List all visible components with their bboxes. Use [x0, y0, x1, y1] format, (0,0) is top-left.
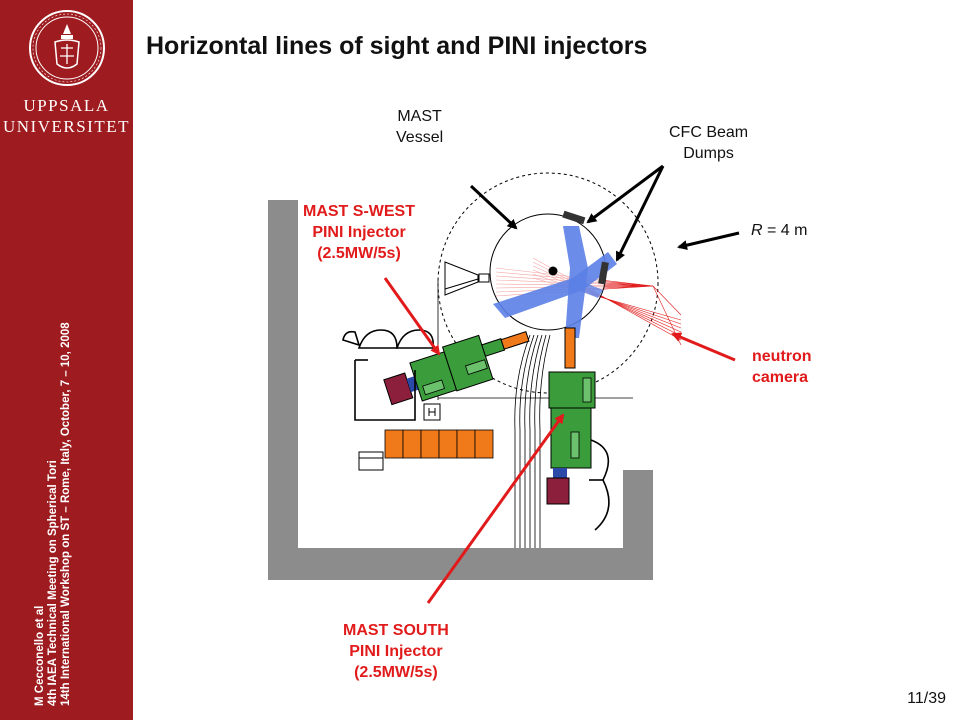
label-neutron-camera: neutron camera [752, 348, 812, 386]
label-cfc-beam-dumps: CFC Beam Dumps [669, 124, 749, 162]
radius-arrow [677, 231, 740, 251]
university-name-line2: UNIVERSITET [3, 117, 130, 136]
conference-credit: M Cecconello et al 4th IAEA Technical Me… [34, 206, 73, 706]
south-arrow [426, 413, 565, 604]
swest-arrow [383, 277, 441, 356]
cable-bundle [514, 334, 551, 548]
label-swest-injector: MAST S-WEST PINI Injector (2.5MW/5s) [303, 203, 415, 262]
sidebar: UPPSALA UNIVERSITET M Cecconello et al 4… [0, 0, 133, 720]
radius-value: = 4 m [762, 222, 808, 239]
university-name-line1: UPPSALA [23, 96, 110, 115]
radius-circle [437, 172, 659, 394]
beam-dump-2 [598, 261, 609, 285]
south-injector [546, 327, 596, 505]
page-current: 11 [907, 690, 924, 707]
page-total: 39 [928, 690, 946, 707]
vessel-arrow [469, 184, 518, 230]
radius-variable: R [751, 222, 763, 239]
label-mast-vessel: MAST Vessel [396, 108, 444, 146]
workshop-line: 14th International Workshop on ST – Rome… [60, 322, 72, 706]
swest-injector [383, 330, 530, 406]
author-line: M Cecconello et al [34, 605, 46, 706]
dump-arrow-2 [615, 165, 665, 262]
label-radius: R = 4 m [751, 220, 807, 241]
mast-diagram [268, 164, 740, 604]
dump-arrow-1 [586, 164, 664, 224]
label-south-injector: MAST SOUTH PINI Injector (2.5MW/5s) [343, 622, 449, 681]
neutron-camera-arrow [671, 332, 736, 362]
uppsala-seal-logo [29, 10, 105, 86]
beam-path-swest-ext [568, 278, 603, 298]
slide-title: Horizontal lines of sight and PINI injec… [146, 32, 648, 60]
equipment-racks [384, 429, 494, 459]
beam-dump-1 [562, 210, 586, 225]
meeting-line: 4th IAEA Technical Meeting on Spherical … [47, 460, 59, 706]
beam-path-swest [493, 252, 617, 318]
page-number: 11/39 [907, 690, 946, 707]
